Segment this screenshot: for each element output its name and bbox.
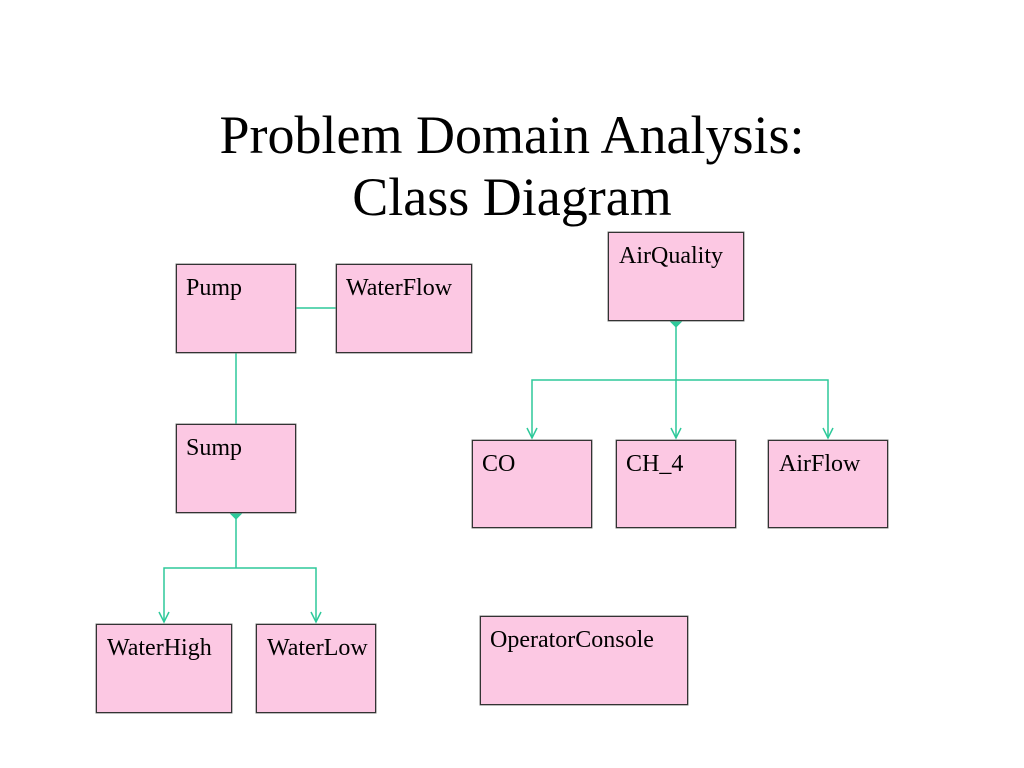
class-box-co[interactable]: CO	[472, 440, 592, 528]
slide-title-line-2: Class Diagram	[352, 167, 672, 228]
class-box-pump[interactable]: Pump	[176, 264, 296, 353]
composition-airquality-airflow	[676, 379, 829, 438]
class-name-waterhigh: WaterHigh	[107, 635, 212, 661]
class-box-airflow[interactable]: AirFlow	[768, 440, 888, 528]
class-name-waterflow: WaterFlow	[346, 275, 453, 301]
arrowhead-waterhigh	[158, 611, 170, 624]
class-box-airquality[interactable]: AirQuality	[608, 232, 744, 321]
arrowhead-ch4	[670, 427, 682, 440]
class-name-waterlow: WaterLow	[267, 635, 368, 661]
slide-title: Problem Domain Analysis: Class Diagram	[0, 104, 1024, 228]
arrowhead-airflow	[822, 427, 834, 440]
class-name-ch4: CH_4	[626, 451, 684, 477]
composition-sump-waterhigh	[163, 567, 236, 622]
composition-sump-waterlow	[236, 567, 317, 622]
composition-sump-group	[158, 506, 322, 624]
class-box-ch4[interactable]: CH_4	[616, 440, 736, 528]
class-box-operatorconsole[interactable]: OperatorConsole	[480, 616, 688, 705]
class-name-airquality: AirQuality	[619, 243, 723, 269]
slide-title-line-1: Problem Domain Analysis:	[219, 105, 805, 166]
class-box-waterlow[interactable]: WaterLow	[256, 624, 376, 713]
class-name-pump: Pump	[186, 275, 243, 301]
class-name-sump: Sump	[186, 435, 243, 461]
class-box-waterhigh[interactable]: WaterHigh	[96, 624, 232, 713]
class-box-waterflow[interactable]: WaterFlow	[336, 264, 472, 353]
arrowhead-co	[526, 427, 538, 440]
composition-airquality-group	[526, 314, 834, 440]
class-name-operatorconsole: OperatorConsole	[490, 627, 654, 653]
composition-airquality-co	[531, 379, 676, 438]
arrowhead-waterlow	[310, 611, 322, 624]
class-name-co: CO	[482, 451, 516, 477]
class-box-sump[interactable]: Sump	[176, 424, 296, 513]
class-name-airflow: AirFlow	[779, 451, 861, 477]
